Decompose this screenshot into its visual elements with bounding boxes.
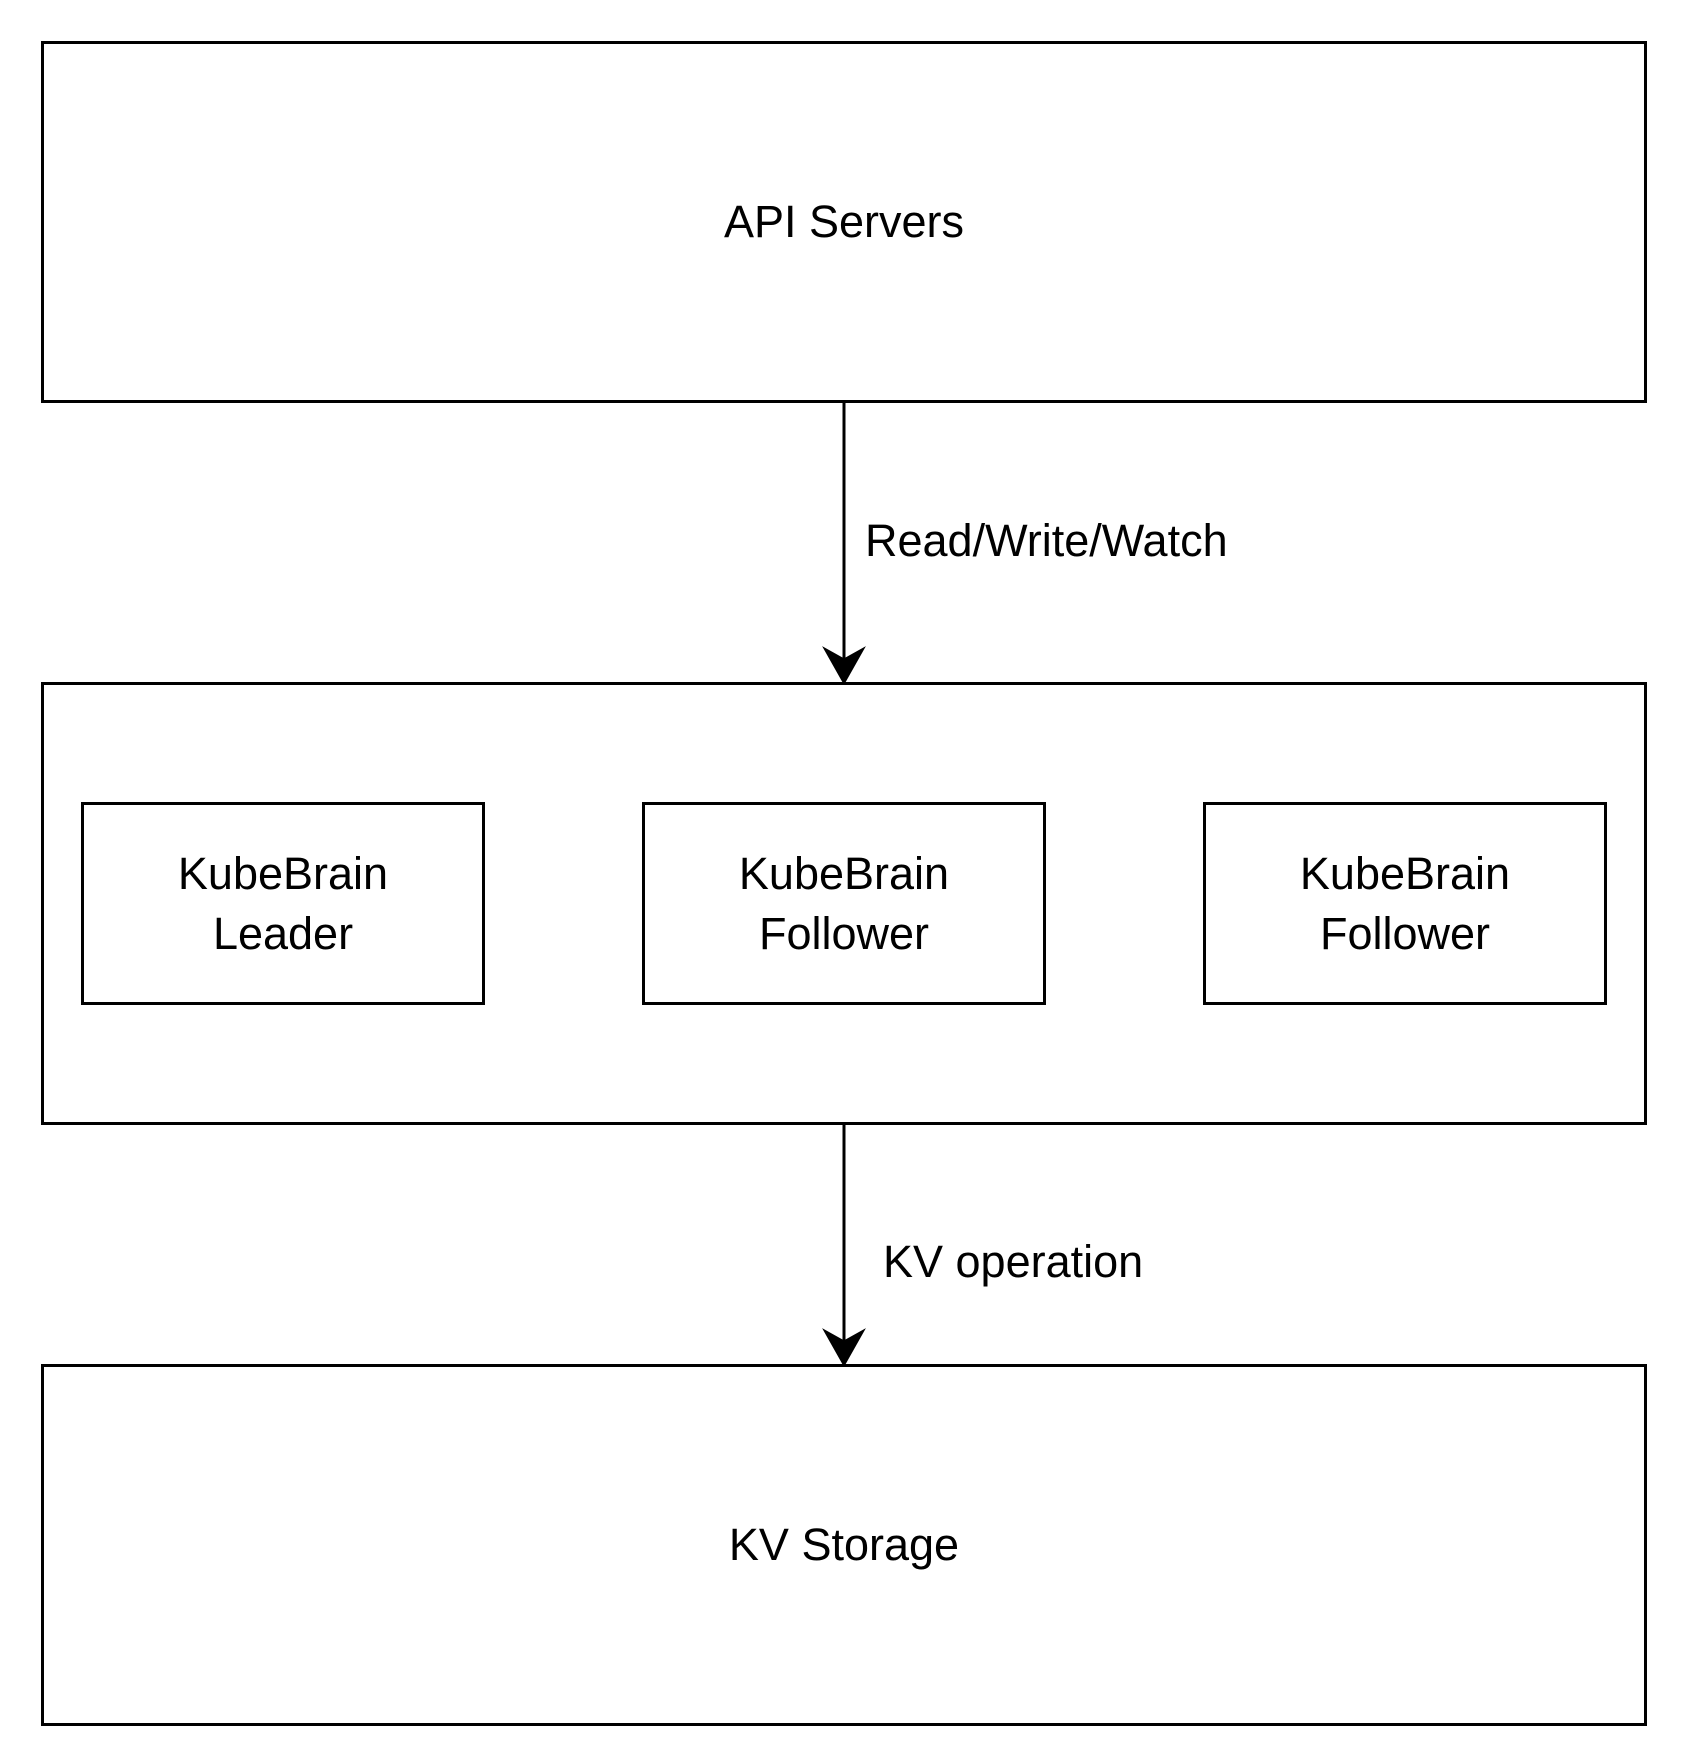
arrow-api-to-kubebrain <box>822 403 866 686</box>
kv-storage-box: KV Storage <box>41 1364 1647 1726</box>
kubebrain-follower-node: KubeBrain Follower <box>1203 802 1607 1005</box>
edge-label-read-write-watch: Read/Write/Watch <box>865 515 1228 566</box>
kubebrain-follower-label: KubeBrain Follower <box>738 847 950 959</box>
arrow-kubebrain-to-kvstorage <box>822 1125 866 1368</box>
kubebrain-follower-node: KubeBrain Follower <box>642 802 1046 1005</box>
api-servers-label: API Servers <box>723 196 965 247</box>
api-servers-box: API Servers <box>41 41 1647 403</box>
kubebrain-follower-label: KubeBrain Follower <box>1299 847 1511 959</box>
edge-label-kv-operation: KV operation <box>883 1236 1144 1287</box>
kv-storage-label: KV Storage <box>728 1519 960 1570</box>
kubebrain-leader-node: KubeBrain Leader <box>81 802 485 1005</box>
kubebrain-leader-label: KubeBrain Leader <box>177 847 389 959</box>
